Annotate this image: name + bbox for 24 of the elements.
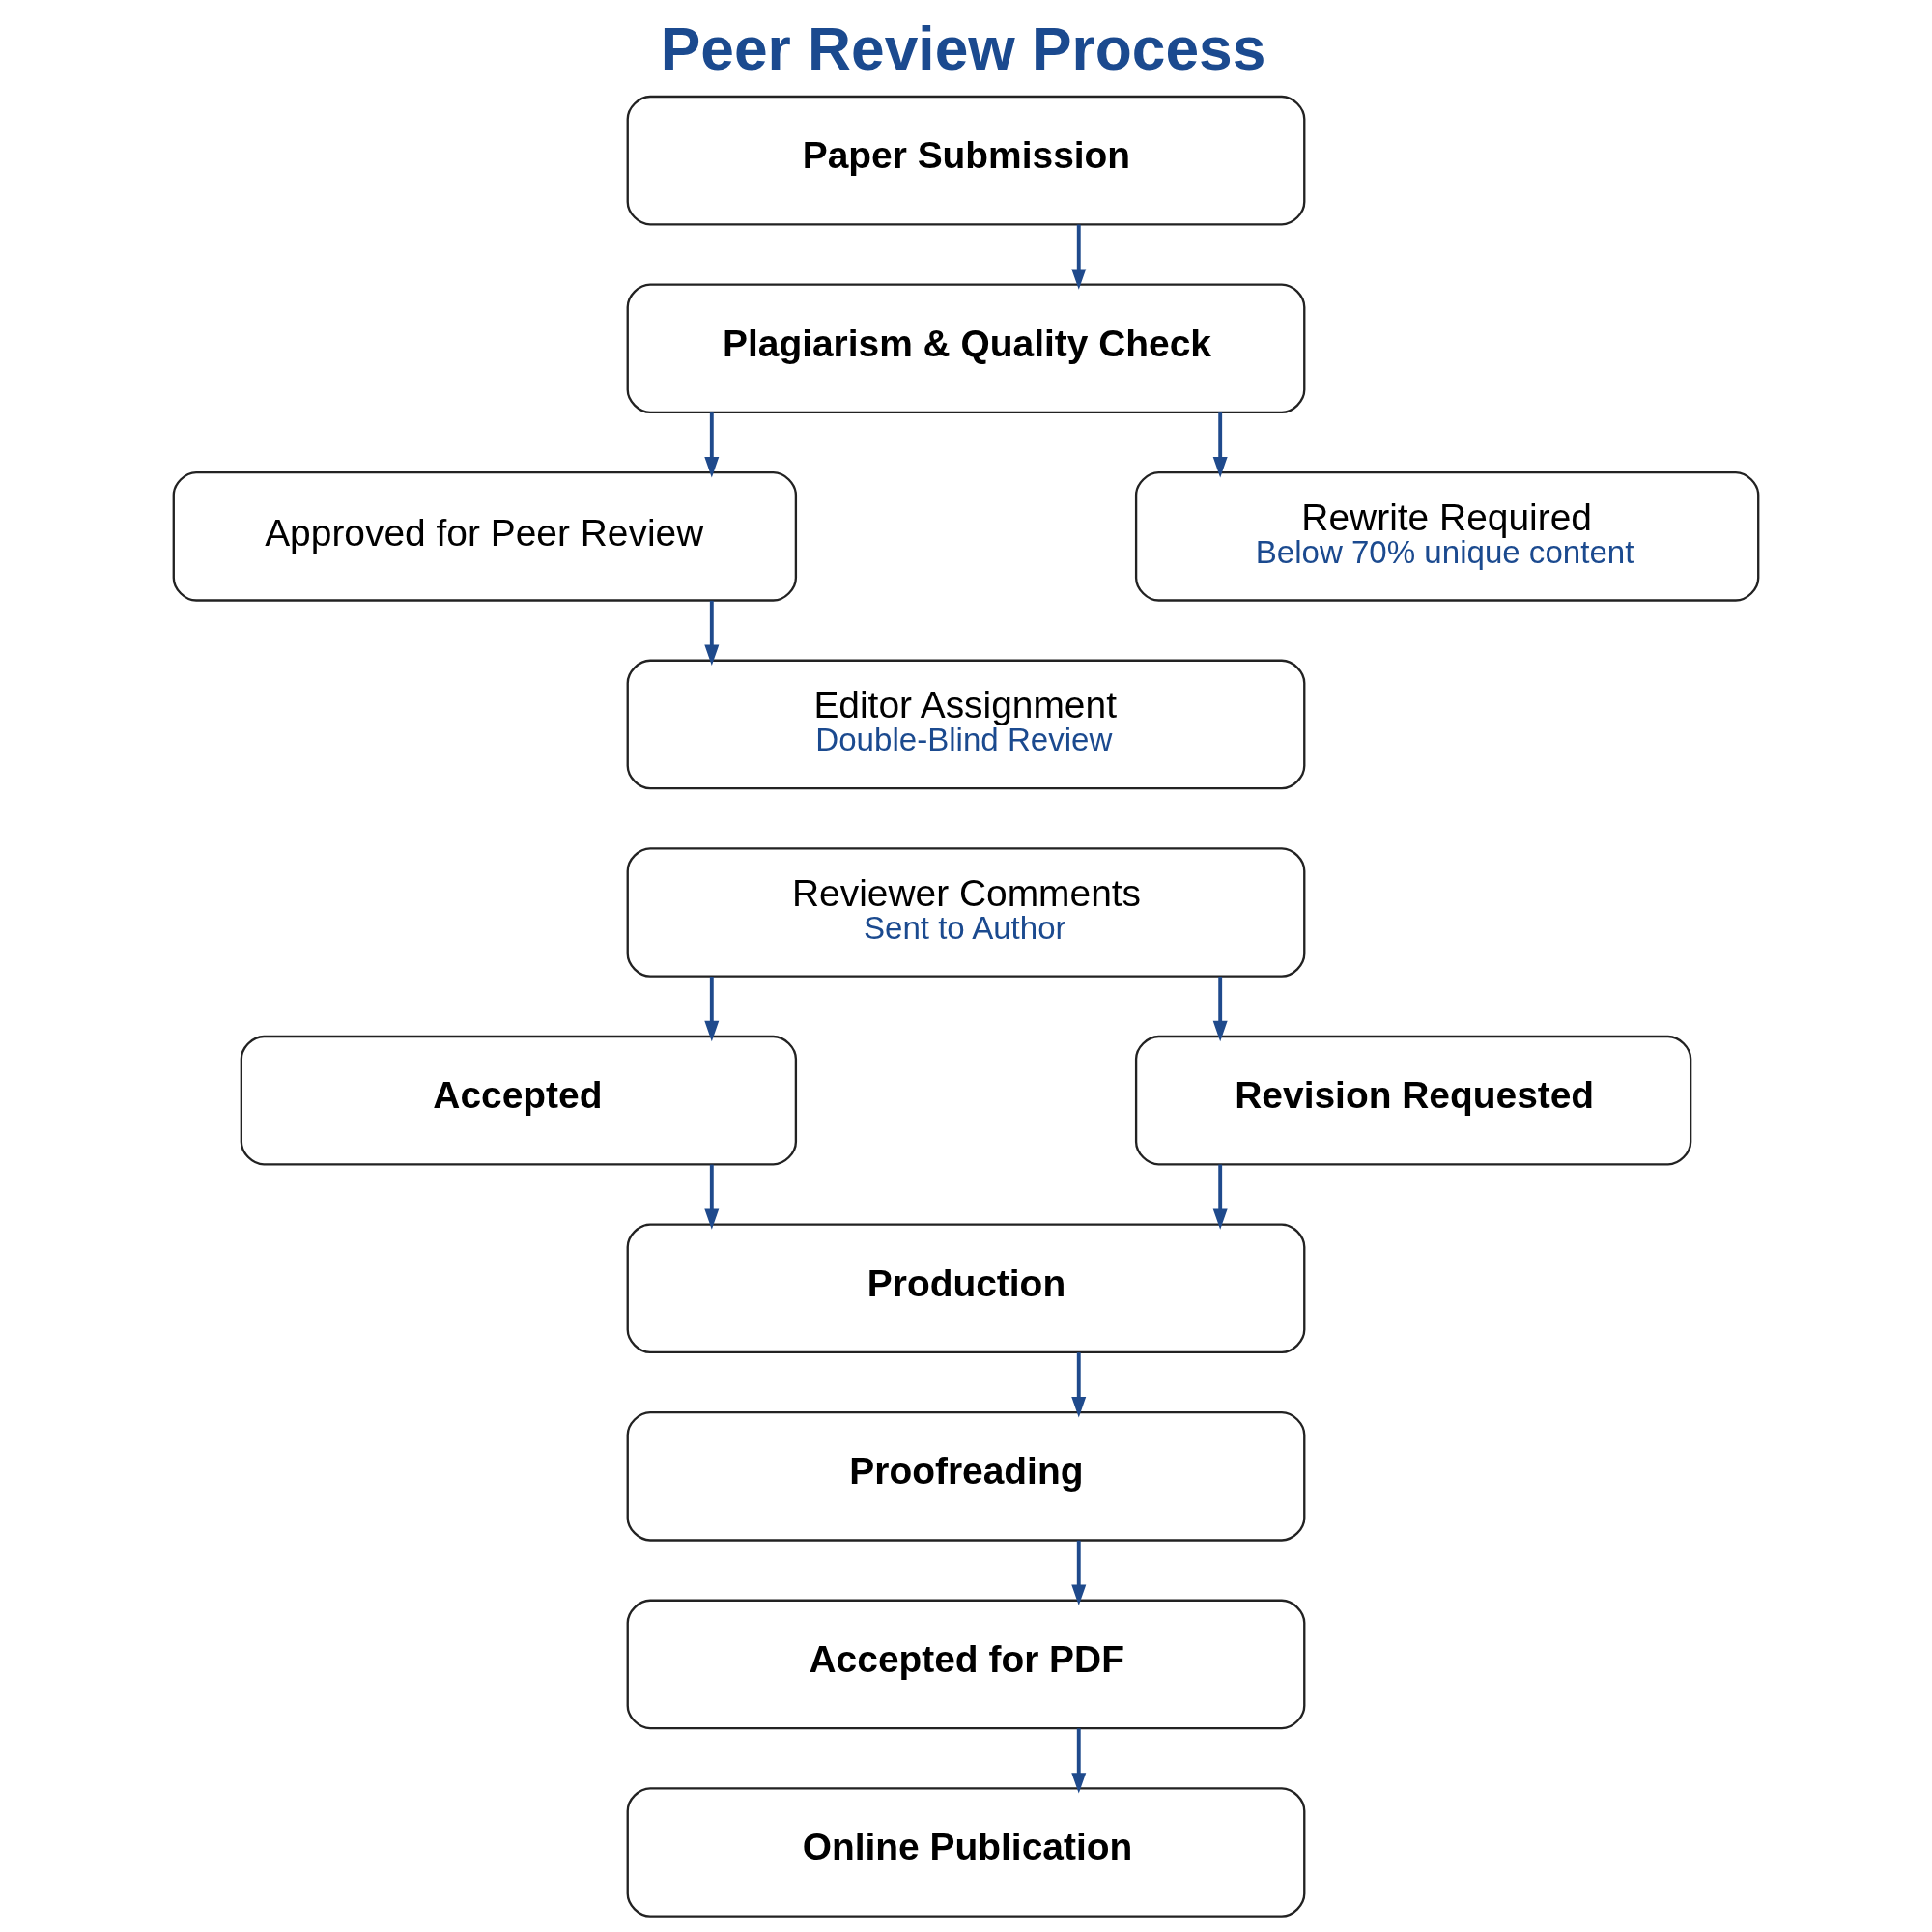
node-box: Proofreading (626, 1411, 1306, 1542)
node-box: Online Publication (626, 1787, 1306, 1918)
node-box: Paper Submission (626, 95, 1306, 226)
arrow (1071, 1728, 1087, 1794)
diagram-title: Peer Review Process (660, 14, 1266, 82)
node-box: Production (626, 1223, 1306, 1354)
arrow (704, 412, 720, 478)
node-box: Revision Requested (1134, 1035, 1692, 1166)
node-box: Reviewer Comments Sent to Author (626, 847, 1306, 978)
arrow (1071, 1352, 1087, 1418)
arrow (1212, 1164, 1228, 1230)
node-box: Accepted (240, 1035, 798, 1166)
arrow (1212, 976, 1228, 1042)
node-box: Plagiarism & Quality Check (626, 283, 1306, 414)
arrow (1071, 224, 1087, 290)
arrow (1212, 412, 1228, 478)
arrow (704, 1164, 720, 1230)
arrow (1071, 1540, 1087, 1605)
node-box: Editor Assignment Double-Blind Review (626, 659, 1306, 790)
node-box: Accepted for PDF (626, 1599, 1306, 1730)
arrow (704, 976, 720, 1042)
arrow (704, 600, 720, 667)
node-box: Rewrite Required Below 70% unique content (1134, 471, 1760, 602)
node-box: Approved for Peer Review (172, 471, 798, 602)
